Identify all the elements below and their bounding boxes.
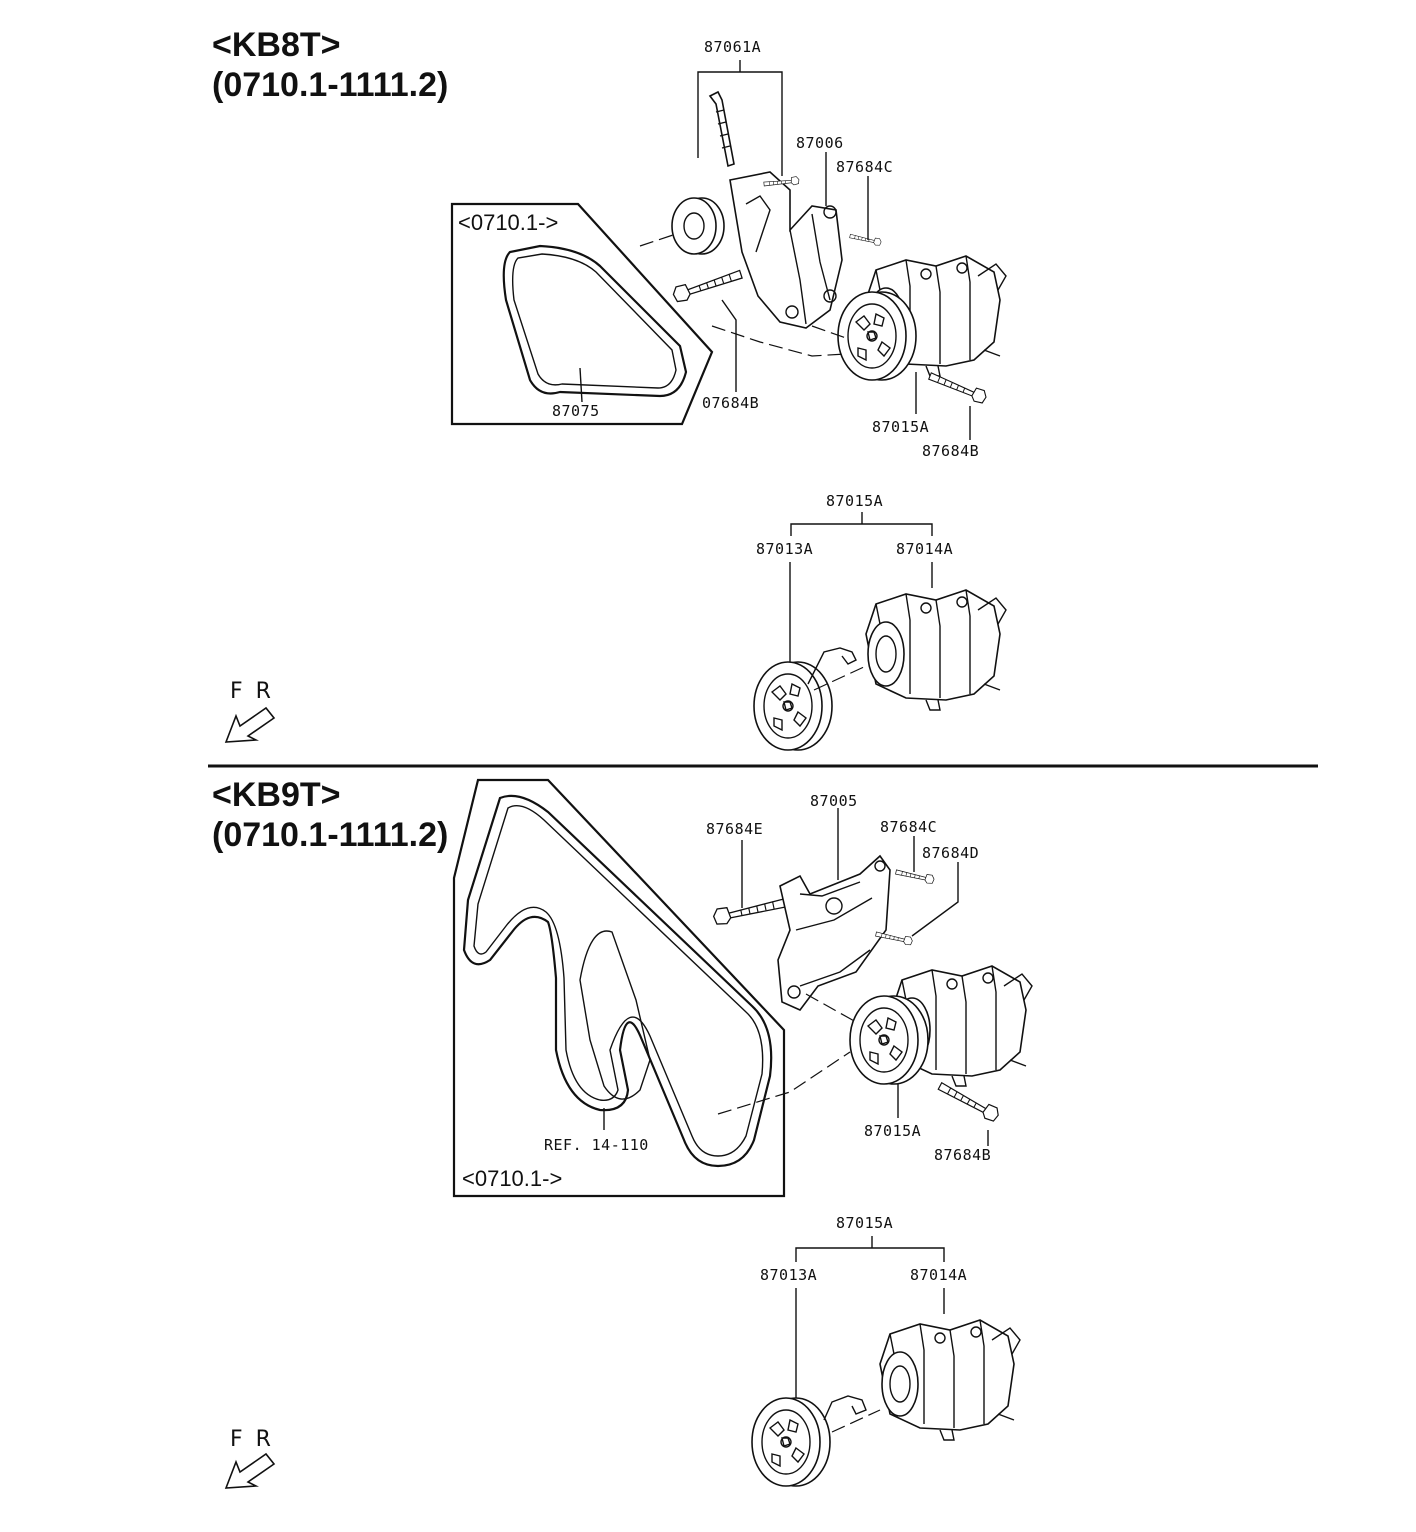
belt-inset: <0710.1-> REF. 14-110 [452,778,786,1198]
compressor-bracket [777,854,891,1011]
belt-inset: <0710.1-> 87075 [450,202,714,426]
compressor-breakdown: 87015A 87013A 87014A [751,1214,1021,1487]
date-range: (0710.1-1111.2) [212,816,448,854]
front-label: F R [230,1427,274,1452]
breakdown-assy-label: 87015A [826,492,883,510]
inset-label: <0710.1-> [462,1166,562,1191]
section-kb8t: <KB8T> (0710.1-1111.2) <0710.1-> 87075 8… [212,26,1007,751]
compressor-assy [837,255,1007,381]
compressor-assy-label: 87015A [864,1122,921,1140]
bolt-d-label: 87684D [922,844,979,862]
front-arrow-icon [224,706,276,743]
model-title: <KB9T> [212,776,341,814]
breakdown-body-label: 87014A [896,540,953,558]
compressor-assy [849,965,1033,1087]
bolt-b-left-label: 07684B [702,394,759,412]
section-kb9t: <KB9T> (0710.1-1111.2) <0710.1-> REF. 14… [212,776,1033,1489]
idler-pulley [671,197,725,255]
belt-ref-label: REF. 14-110 [544,1136,649,1154]
breakdown-body-label: 87014A [910,1266,967,1284]
model-title: <KB8T> [212,26,341,64]
bolt-c-label: 87684C [836,158,893,176]
bolt-c-label: 87684C [880,818,937,836]
compressor-breakdown: 87015A 87013A 87014A [753,492,1007,751]
front-direction-indicator: F R [224,679,276,743]
front-arrow-icon [224,1452,276,1489]
front-direction-indicator: F R [224,1427,276,1489]
bolt-e-label: 87684E [706,820,763,838]
breakdown-clutch-label: 87013A [760,1266,817,1284]
inset-label: <0710.1-> [458,210,558,235]
bolt-b-label: 87684B [934,1146,991,1164]
front-label: F R [230,679,274,704]
date-range: (0710.1-1111.2) [212,66,448,104]
bracket-label: 87006 [796,134,844,152]
breakdown-clutch-label: 87013A [756,540,813,558]
compressor-assy-label: 87015A [872,418,929,436]
belt-part-number: 87075 [552,402,600,420]
bolt-b-label: 87684B [922,442,979,460]
bracket-label: 87005 [810,792,858,810]
bracket-bolt-set-label: 87061A [704,38,761,56]
compressor-bracket [729,171,843,329]
breakdown-assy-label: 87015A [836,1214,893,1232]
